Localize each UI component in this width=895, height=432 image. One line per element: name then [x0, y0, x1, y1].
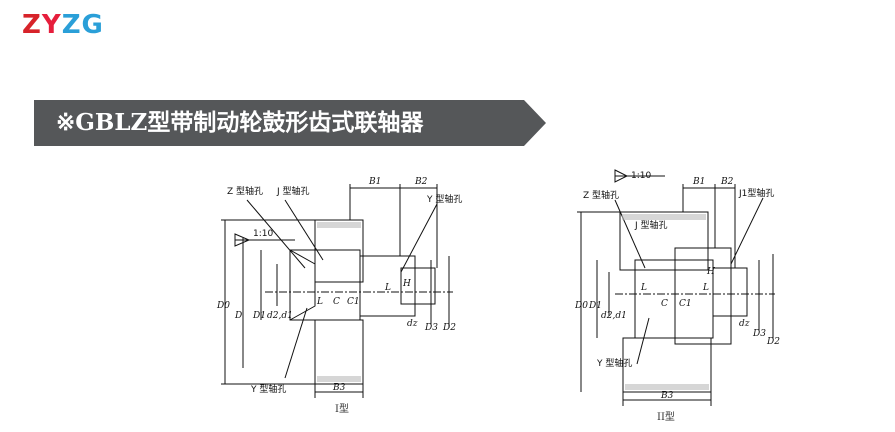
brake-drum-top	[619, 211, 709, 271]
label-j-hole: J 型轴孔	[276, 185, 310, 197]
brake-drum-top	[314, 219, 364, 283]
label-d2d1: d2,d1	[601, 311, 627, 321]
label-c: C	[661, 299, 668, 309]
label-b3: B3	[660, 391, 674, 401]
label-b1: B1	[368, 177, 381, 187]
label-z-hole: Z 型轴孔	[583, 189, 619, 201]
label-h: H	[706, 267, 715, 277]
label-l-left: L	[316, 297, 323, 307]
banner-background	[34, 100, 546, 146]
title-banner: ※GBLZ型带制动轮鼓形齿式联轴器	[34, 100, 546, 146]
label-d0: D0	[216, 301, 230, 311]
label-d2: D2	[442, 323, 456, 333]
label-l-left: L	[640, 283, 647, 293]
figure-caption: II型	[657, 410, 675, 423]
logo-letter: G	[81, 10, 104, 40]
label-z-hole: Z 型轴孔	[227, 185, 263, 197]
figure-caption: I型	[335, 402, 349, 415]
label-b2: B2	[720, 177, 734, 187]
label-d: D	[234, 311, 242, 321]
label-h: H	[402, 279, 411, 289]
label-d1: D1	[588, 301, 602, 311]
label-b1: B1	[692, 177, 705, 187]
label-dz: dz	[407, 319, 418, 329]
label-d2d1: d2,d1	[267, 311, 293, 321]
logo-letter: Z	[61, 10, 82, 40]
label-d2: D2	[766, 337, 780, 347]
label-j-hole: J 型轴孔	[634, 219, 668, 231]
label-d0: D0	[575, 301, 588, 311]
label-y-hole-bottom: Y 型轴孔	[250, 383, 286, 395]
label-b2: B2	[414, 177, 428, 187]
label-c1: C1	[347, 297, 360, 307]
label-l-right: L	[384, 283, 391, 293]
logo-letter: Z	[22, 10, 42, 40]
drawing-type-1: Z 型轴孔 J 型轴孔 Y 型轴孔 Y 型轴孔 1:10 B1 B2 B3 D0…	[216, 177, 462, 415]
drawing-type-2: Z 型轴孔 J 型轴孔 J1型轴孔 Y 型轴孔 1:10 B1 B2 B3 D0…	[575, 169, 780, 423]
logo-letter: Y	[41, 10, 62, 40]
label-taper: 1:10	[253, 229, 273, 239]
company-logo: ZYZG	[22, 10, 104, 40]
label-d3: D3	[424, 323, 438, 333]
brake-drum-bottom	[314, 319, 364, 385]
label-d3: D3	[752, 329, 766, 339]
label-taper: 1:10	[631, 171, 651, 181]
brake-drum-bottom	[622, 337, 712, 393]
label-y-hole: Y 型轴孔	[596, 357, 632, 369]
label-dz: dz	[739, 319, 750, 329]
page-title: ※GBLZ型带制动轮鼓形齿式联轴器	[56, 109, 424, 136]
label-d1: D1	[252, 311, 266, 321]
label-y-hole-top: Y 型轴孔	[426, 193, 462, 205]
label-l-right: L	[702, 283, 709, 293]
label-b3: B3	[332, 383, 346, 393]
label-c: C	[333, 297, 340, 307]
label-j1-hole: J1型轴孔	[738, 187, 774, 199]
label-c1: C1	[679, 299, 692, 309]
